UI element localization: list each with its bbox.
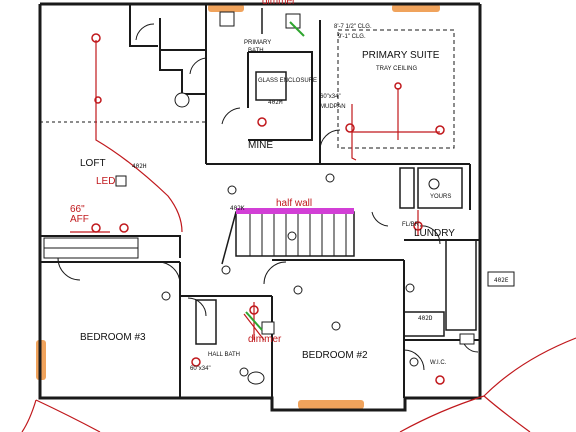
sink-icon [261, 321, 275, 335]
hall-bath-label: HALL BATH [208, 352, 240, 358]
outlet-icon [293, 285, 303, 295]
primary-bath-label-2: BATH [248, 48, 264, 54]
clg-2-label: 9'-1" CLG. [338, 34, 366, 40]
sink-icon [219, 11, 235, 27]
bedroom3-label: BEDROOM #3 [80, 332, 146, 343]
half-wall-highlight [236, 208, 354, 214]
green-switches [245, 21, 305, 331]
ceiling-light-icon [435, 375, 445, 385]
outlet-icon [409, 357, 419, 367]
ceiling-light-icon [119, 223, 129, 233]
flbr-label: FL/BR [402, 222, 420, 228]
tag-402d: 402D [418, 315, 433, 322]
dimmer-hall-label: dimmer [248, 334, 282, 345]
mine-label: MINE [248, 140, 273, 151]
door-swings [57, 23, 479, 371]
fan-icon [174, 92, 190, 108]
window-highlight-bottom [298, 400, 364, 409]
outlet-icon [221, 265, 231, 275]
tag-402e-box [487, 271, 515, 287]
ceiling-light-icon [94, 96, 102, 104]
outlet-icon [239, 367, 249, 377]
text-labels: dimmer PRIMARY BATH GLASS ENCLOSURE 8'-7… [70, 0, 509, 372]
outlet-icon [161, 291, 171, 301]
ceiling-light-icon [435, 125, 445, 135]
window-highlight-top-left [208, 4, 244, 12]
dim-60x34-label: 60"x34" [190, 366, 211, 372]
ceiling-light-icon [191, 357, 201, 367]
tag-402m: 402M [268, 99, 283, 106]
exterior-wall [38, 4, 482, 412]
primary-suite-label: PRIMARY SUITE [362, 50, 440, 61]
window-highlight-top-right [392, 4, 440, 12]
sink-icon [459, 333, 475, 345]
glass-enclosure-label: GLASS ENCLOSURE [258, 78, 317, 84]
ceiling-light-icon [257, 117, 267, 127]
ceiling-light-icon [394, 82, 402, 90]
outlet-icon [227, 185, 237, 195]
tray-ceiling-label: TRAY CEILING [376, 66, 417, 72]
tag-402k: 402K [230, 205, 245, 212]
ceiling-light-icon [249, 305, 259, 315]
bedroom2-label: BEDROOM #2 [302, 350, 368, 361]
outlet-icon [405, 283, 415, 293]
stair-treads [249, 212, 347, 256]
tag-402h: 402H [132, 163, 147, 170]
black-fixtures [115, 11, 475, 385]
tag-402e: 402E [494, 277, 509, 284]
outlet-icon [428, 178, 440, 190]
red-fixtures [91, 33, 445, 385]
half-wall-label: half wall [276, 198, 312, 209]
outlet-icon [287, 231, 297, 241]
outlet-icon [325, 173, 335, 183]
ceiling-light-icon [345, 123, 355, 133]
toilet-icon [247, 371, 265, 385]
outlet-icon [331, 321, 341, 331]
affix-1-label: 66" [70, 204, 85, 215]
ceiling-light-icon [413, 221, 423, 231]
switch-icon [115, 175, 127, 187]
led-label: LED [96, 176, 115, 187]
sink-icon [285, 13, 301, 29]
yours-label: YOURS [430, 194, 451, 200]
affix-2-label: AFF [70, 214, 89, 225]
top-dimmer-label: dimmer [262, 0, 296, 7]
walls [38, 2, 482, 412]
clg-1-label: 8'-7 1/2" CLG. [334, 24, 372, 30]
ceiling-light-icon [91, 223, 101, 233]
mudpan-label: MUDPAN [320, 104, 346, 110]
laundry-label: LUNDRY [414, 228, 455, 239]
loft-label: LOFT [80, 158, 106, 169]
ceiling-light-icon [91, 33, 101, 43]
tub-dim-label: 60"x34" [320, 94, 341, 100]
primary-bath-label-1: PRIMARY [244, 40, 271, 46]
wic-label: W.I.C. [430, 360, 447, 366]
